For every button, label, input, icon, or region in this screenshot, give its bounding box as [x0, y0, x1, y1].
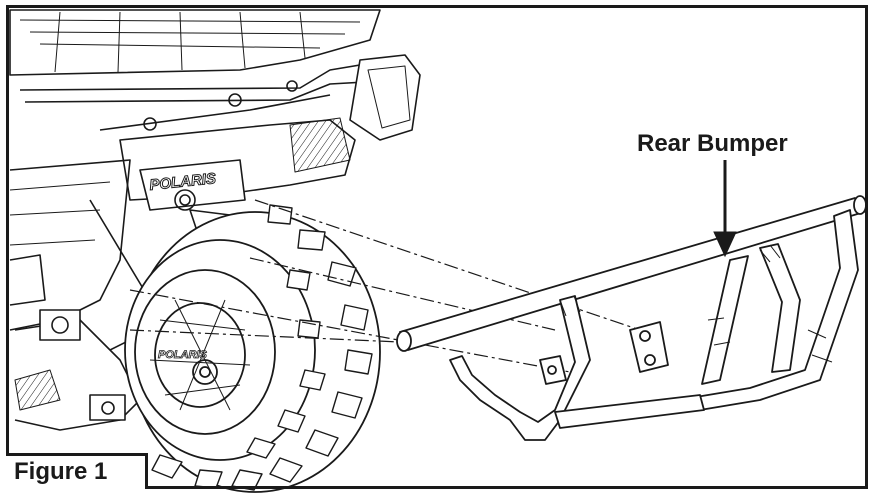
rear-bumper-callout-label: Rear Bumper [637, 130, 788, 157]
figure-border [6, 5, 868, 489]
rear-wheel [124, 204, 381, 493]
polaris-wheel-logo: POLARIS [158, 349, 208, 361]
vehicle-body [9, 9, 421, 431]
callout-arrow [713, 160, 737, 258]
rear-bumper [396, 195, 867, 441]
figure-number-label: Figure 1 [8, 458, 116, 486]
